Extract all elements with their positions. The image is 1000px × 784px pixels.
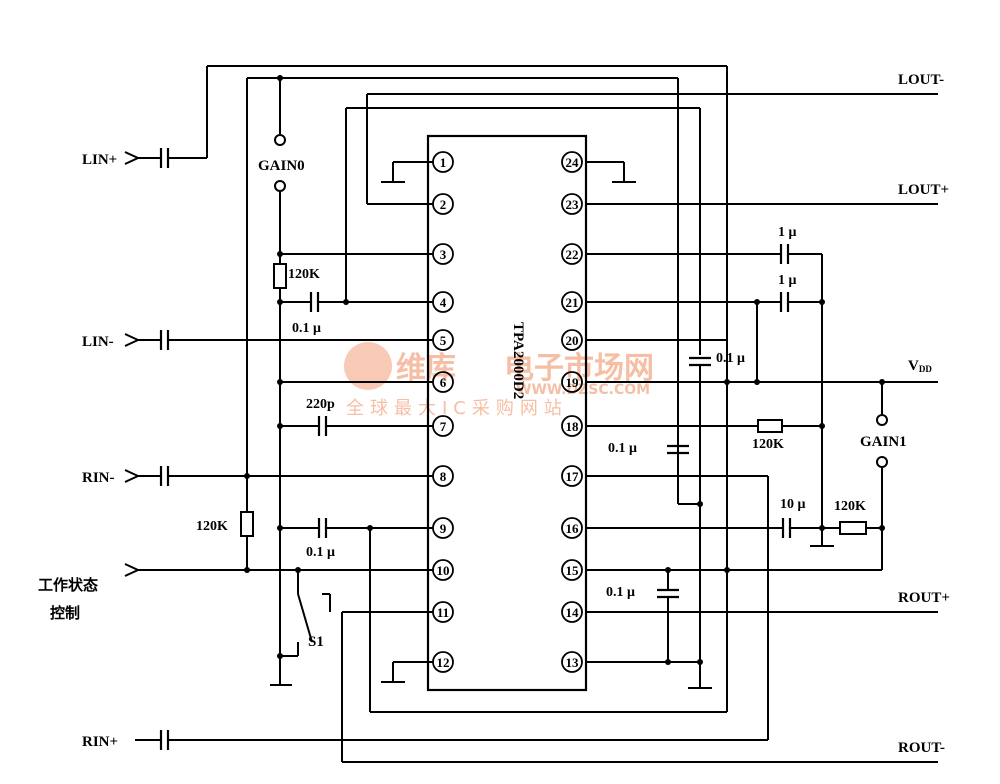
label-lin-plus: LIN+ (82, 152, 117, 168)
resistor-120k-pin16 (839, 521, 867, 535)
pin-1: 1 (440, 155, 447, 170)
label-c-pin9: 0.1 μ (306, 545, 335, 560)
label-r-pin18: 120K (752, 437, 784, 452)
label-gain0: GAIN0 (258, 158, 305, 174)
pin-13: 13 (566, 655, 580, 670)
right-pin-numbers: 24 23 22 21 20 19 18 17 16 15 14 13 (566, 155, 580, 670)
pin-16: 16 (566, 521, 580, 536)
label-gain1: GAIN1 (860, 434, 907, 450)
pin-3: 3 (440, 247, 447, 262)
pin-9: 9 (440, 521, 447, 536)
label-r-pin16: 120K (834, 499, 866, 514)
labels: LIN+ LIN- RIN- RIN+ LOUT- LOUT+ ROUT+ RO… (38, 72, 950, 756)
watermark-title: 电子市场网 (504, 351, 654, 386)
label-rout-minus: ROUT- (898, 740, 945, 756)
left-pin-numbers: 1 2 3 4 5 6 7 8 9 10 11 12 (437, 155, 450, 670)
label-state-line1: 工作状态 (38, 576, 98, 594)
label-c-pin4: 0.1 μ (292, 321, 321, 336)
label-c-pin16: 10 μ (780, 497, 806, 512)
pin-18: 18 (566, 419, 580, 434)
label-c-pin19: 0.1 μ (716, 351, 745, 366)
label-lin-minus: LIN- (82, 334, 114, 350)
watermark: 维库 电子市场网 WWW.DZSC.COM 全球最大IC采购网站 (344, 342, 654, 419)
label-rin-minus: RIN- (82, 470, 115, 486)
watermark-logo-icon (344, 342, 392, 390)
watermark-brand: 维库 (396, 351, 456, 386)
left-wiring (124, 65, 938, 763)
pin-7: 7 (440, 419, 447, 434)
pin-10: 10 (437, 563, 450, 578)
right-wiring (586, 161, 938, 712)
watermark-slogan: 全球最大IC采购网站 (346, 398, 568, 419)
resistor-120k-top (273, 263, 287, 289)
resistor-120k-pin18 (757, 419, 783, 433)
label-vdd-main: V (908, 358, 919, 374)
resistor-120k-left (240, 511, 254, 537)
label-c-pin17: 0.1 μ (608, 441, 637, 456)
pin-17: 17 (566, 469, 580, 484)
pin-8: 8 (440, 469, 447, 484)
pin-5: 5 (440, 333, 447, 348)
label-r-120k-top: 120K (288, 267, 320, 282)
label-vdd-sub: DD (919, 364, 932, 374)
watermark-url: WWW.DZSC.COM (516, 382, 650, 398)
pin-22: 22 (566, 247, 579, 262)
pin-12: 12 (437, 655, 450, 670)
pin-19: 19 (566, 375, 580, 390)
pin-23: 23 (566, 197, 580, 212)
label-r-120k-left: 120K (196, 519, 228, 534)
pin-2: 2 (440, 197, 447, 212)
label-lout-minus: LOUT- (898, 72, 944, 88)
pin-4: 4 (440, 295, 447, 310)
label-s1: S1 (308, 634, 324, 650)
pin-11: 11 (437, 605, 449, 620)
label-c-pin14: 0.1 μ (606, 585, 635, 600)
ic-part-number: TPA2000D2 (510, 322, 526, 399)
ic-body (426, 134, 588, 692)
pin-14: 14 (566, 605, 580, 620)
pin-24: 24 (566, 155, 580, 170)
pin-6: 6 (440, 375, 447, 390)
label-state-line2: 控制 (50, 604, 80, 622)
label-lout-plus: LOUT+ (898, 182, 949, 198)
label-c-pin21: 1 μ (778, 273, 797, 288)
pin-15: 15 (566, 563, 580, 578)
right-pins (561, 151, 583, 673)
label-rout-plus: ROUT+ (898, 590, 950, 606)
pin-20: 20 (566, 333, 579, 348)
label-vdd: VDD (908, 358, 932, 374)
label-rin-plus: RIN+ (82, 734, 118, 750)
label-c-pin22: 1 μ (778, 225, 797, 240)
label-c-pin7: 220p (306, 397, 335, 412)
pin-21: 21 (566, 295, 579, 310)
